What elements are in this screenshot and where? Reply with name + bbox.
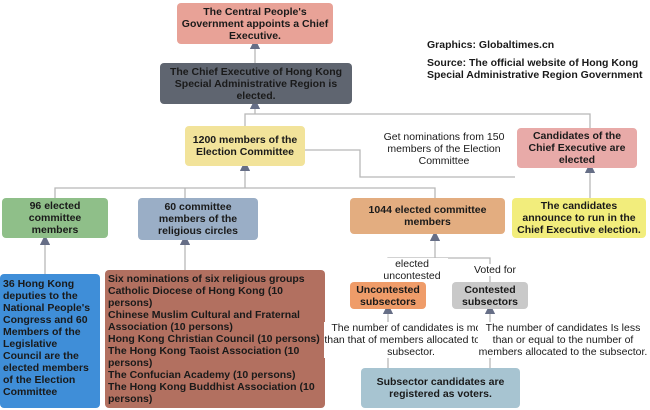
deputies-text: 36 Hong Kong deputies to the National Pe… [3, 278, 91, 398]
arrow-to-committee [54, 166, 436, 198]
religious-list-item: Hong Kong Christian Council (10 persons) [108, 333, 320, 345]
elected-uncontested-label: elected uncontested [376, 258, 448, 282]
elected-96-text: 96 elected committee members [28, 200, 82, 236]
elected-1044-box: 1044 elected committee members [350, 198, 505, 234]
candidates-announce-text: The candidates announce to run in the Ch… [517, 200, 641, 236]
chief-executive-elected-box: The Chief Executive of Hong Kong Special… [160, 63, 352, 104]
religious-60-text: 60 committee members of the religious ci… [158, 201, 238, 237]
election-committee-text: 1200 members of the Election Committee [192, 134, 298, 158]
religious-groups-list-box: Six nominations of six religious groups … [105, 270, 325, 408]
less-equal-note: The number of candidates Is less than or… [478, 322, 648, 358]
central-government-text: The Central People's Government appoints… [181, 5, 329, 42]
religious-list-item: The Confucian Academy (10 persons) [108, 369, 296, 381]
uncontested-subsectors-text: Uncontested subsectors [356, 283, 420, 308]
nominations-line [305, 149, 515, 178]
contested-subsectors-text: Contested subsectors [461, 283, 519, 308]
religious-list-item: The Hong Kong Buddhist Association (10 p… [108, 381, 315, 405]
uncontested-subsectors-box: Uncontested subsectors [350, 282, 426, 309]
religious-60-box: 60 committee members of the religious ci… [138, 198, 258, 240]
arrow-to-elected-ce [244, 104, 591, 128]
religious-list-item: Chinese Muslim Cultural and Fraternal As… [108, 309, 300, 333]
more-than-note: The number of candidates is more than th… [324, 322, 498, 358]
graphics-credit: Graphics: Globaltimes.cn [427, 39, 555, 51]
religious-list-item: Catholic Diocese of Hong Kong (10 person… [108, 285, 284, 309]
elected-1044-text: 1044 elected committee members [368, 204, 487, 228]
subsector-voters-box: Subsector candidates are registered as v… [361, 368, 520, 408]
religious-list-item: The Hong Kong Taoist Association (10 per… [108, 345, 300, 369]
subsector-voters-text: Subsector candidates are registered as v… [376, 376, 505, 400]
source-credit: Source: The official website of Hong Kon… [427, 57, 643, 81]
election-committee-box: 1200 members of the Election Committee [185, 126, 305, 166]
ce-candidates-box: Candidates of the Chief Executive are el… [517, 128, 637, 168]
candidates-announce-box: The candidates announce to run in the Ch… [512, 198, 646, 238]
central-government-box: The Central People's Government appoints… [177, 3, 333, 44]
contested-subsectors-box: Contested subsectors [452, 282, 528, 309]
deputies-box: 36 Hong Kong deputies to the National Pe… [0, 274, 100, 408]
chief-executive-elected-text: The Chief Executive of Hong Kong Special… [169, 65, 343, 102]
voted-for-label: Voted for [462, 264, 528, 276]
nominations-note: Get nominations from 150 members of the … [383, 131, 505, 167]
ce-candidates-text: Candidates of the Chief Executive are el… [528, 130, 626, 166]
religious-list-item: Six nominations of six religious groups [108, 273, 305, 285]
elected-96-box: 96 elected committee members [2, 198, 108, 238]
